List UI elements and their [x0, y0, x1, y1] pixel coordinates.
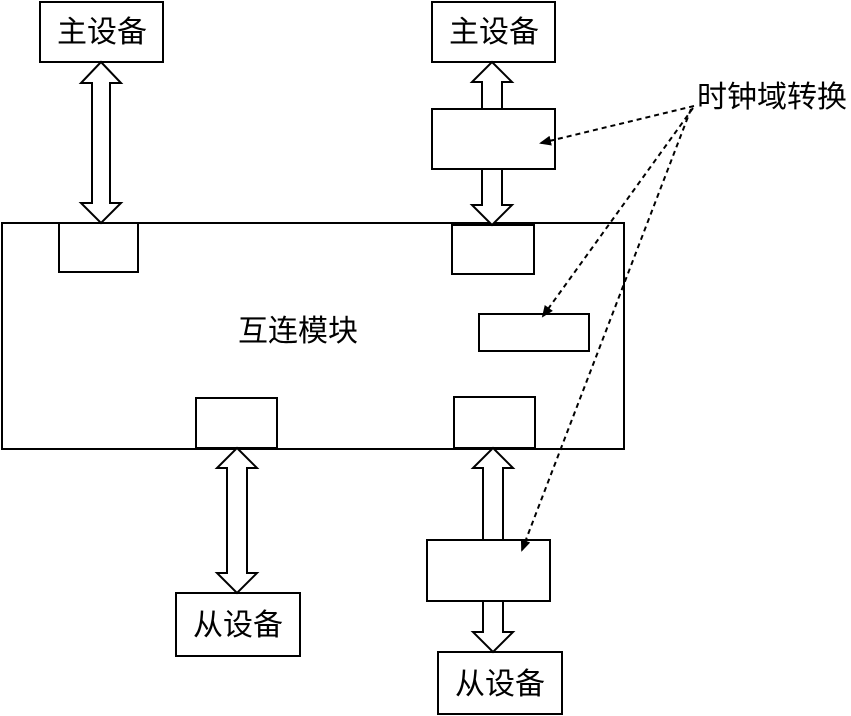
interconnect-port-slave-left: [195, 397, 278, 449]
clock-domain-converter-internal: [478, 313, 590, 352]
slave-left-bidirectional-arrow: [214, 446, 260, 595]
interconnect-port-slave-right: [453, 396, 536, 449]
master-device-right-label: 主设备: [449, 15, 539, 50]
interconnect-module-label: 互连模块: [238, 314, 358, 349]
master-device-right: [431, 1, 556, 63]
clock-domain-conversion-label: 时钟域转换: [697, 80, 847, 115]
master-device-left: [39, 1, 164, 63]
clock-domain-converter-slave: [426, 539, 551, 602]
slave-device-left-label: 从设备: [193, 608, 283, 643]
slave-device-right-label: 从设备: [455, 667, 545, 702]
interconnect-port-master-left: [58, 222, 139, 273]
clock-conversion-callout-slave: [520, 108, 692, 552]
converter-to-slave-arrow: [470, 600, 516, 654]
converter-to-interconnect-arrow: [469, 168, 515, 227]
master-right-bidirectional-arrow: [469, 60, 515, 110]
clock-conversion-callout-internal: [541, 107, 694, 318]
slave-right-bidirectional-arrow: [470, 446, 516, 541]
clock-domain-converter-master: [431, 108, 556, 170]
interconnect-port-master-right: [451, 224, 535, 275]
slave-device-left: [175, 592, 301, 657]
master-device-left-label: 主设备: [57, 15, 147, 50]
slave-device-right: [437, 651, 563, 715]
master-left-bidirectional-arrow: [78, 60, 124, 225]
